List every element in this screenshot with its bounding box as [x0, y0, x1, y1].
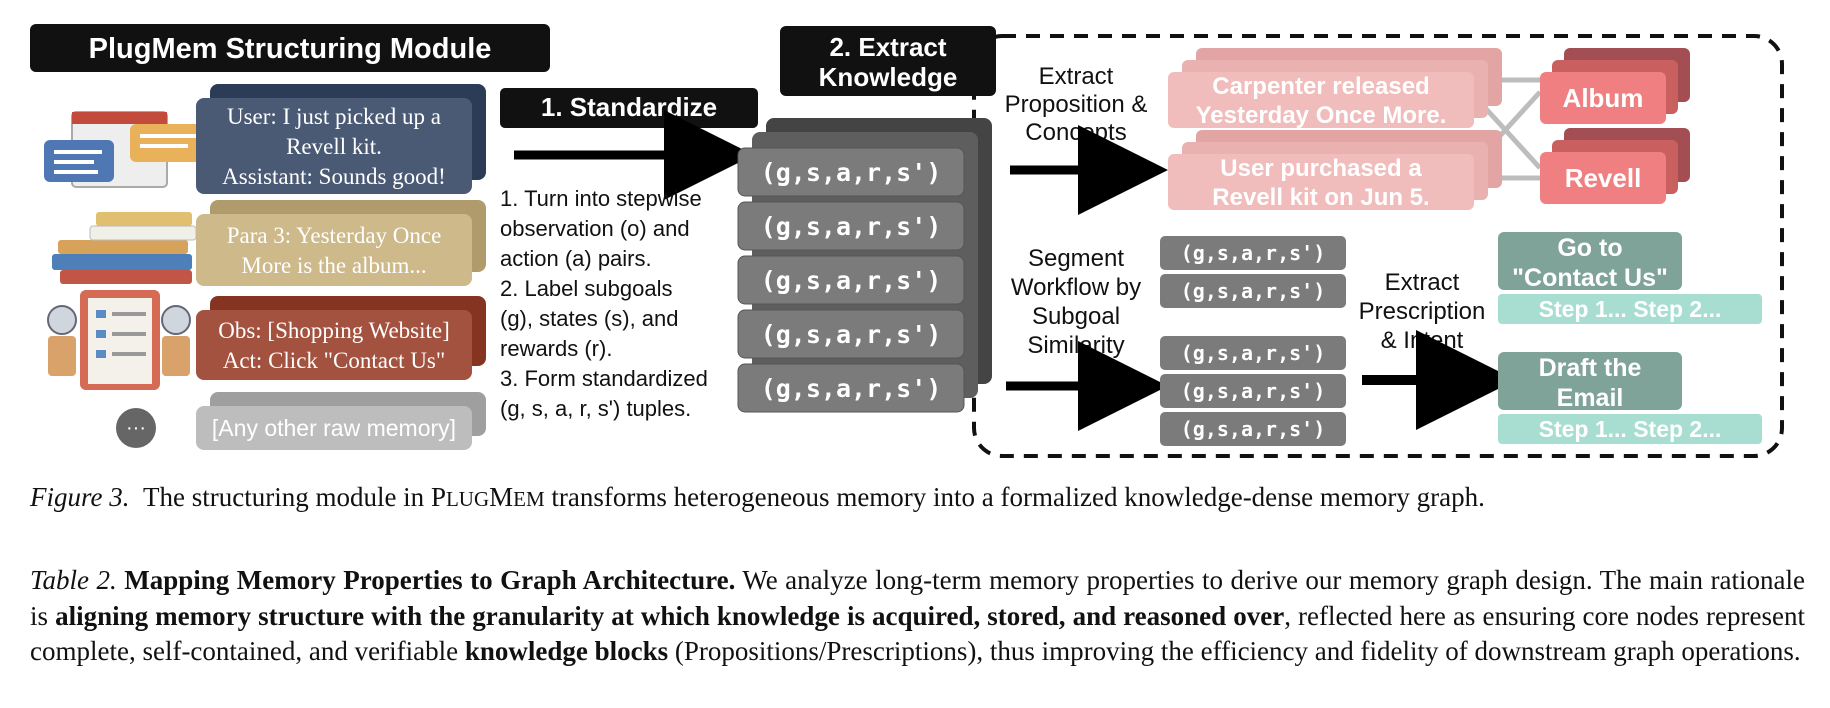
- standardize-step-line: observation (o) and: [500, 216, 690, 241]
- extract-prescription-label: Extract: [1385, 269, 1460, 296]
- standardize-step-line: action (a) pairs.: [500, 246, 652, 271]
- intent-text: Go to: [1557, 234, 1622, 262]
- segment-label: Workflow by: [1011, 274, 1141, 301]
- step2-title-line2: Knowledge: [819, 62, 958, 92]
- extract-proposition-label: Concepts: [1025, 119, 1126, 146]
- segment-label: Segment: [1028, 245, 1124, 272]
- tuple-text: (g,s,a,r,s'): [761, 374, 942, 403]
- extract-proposition-label: Extract: [1039, 63, 1114, 90]
- standardize-step-line: 2. Label subgoals: [500, 276, 672, 301]
- segment-tuple-text: (g,s,a,r,s'): [1181, 341, 1326, 365]
- segment-tuple-text: (g,s,a,r,s'): [1181, 379, 1326, 403]
- raw-memory-card: [Any other raw memory]: [196, 392, 486, 450]
- tuple-card: [737, 147, 965, 197]
- module-title: PlugMem Structuring Module: [89, 33, 492, 65]
- tuple-card: [737, 363, 965, 413]
- segment-tuple-card: [1160, 336, 1346, 370]
- steps-text: Step 1... Step 2...: [1539, 296, 1722, 322]
- standardize-step-line: rewards (r).: [500, 336, 612, 361]
- table-caption-bold-2: aligning memory structure with the granu…: [55, 600, 1285, 631]
- figure-label: Figure 3.: [30, 482, 130, 512]
- raw-memory-line: [Any other raw memory]: [212, 415, 456, 441]
- plugmem-name: PLUGMEM: [430, 482, 545, 512]
- intent-node: Go to"Contact Us" Step 1... Step 2...: [1498, 232, 1762, 324]
- extract-proposition-label: Proposition &: [1005, 91, 1148, 118]
- table-caption-bold-3: knowledge blocks: [464, 636, 669, 666]
- intent-text: "Contact Us": [1512, 264, 1668, 292]
- table-label: Table 2.: [30, 565, 117, 595]
- books-icon: [52, 212, 197, 284]
- raw-memory-card: User: I just picked up a Revell kit. Assis…: [196, 84, 486, 194]
- figure-caption: Figure 3. The structuring module in PLUG…: [30, 480, 1810, 516]
- steps-text: Step 1... Step 2...: [1539, 416, 1722, 442]
- standardize-step-line: 1. Turn into stepwise: [500, 186, 702, 211]
- ellipsis: ···: [126, 417, 146, 439]
- segment-tuple-card: [1160, 412, 1346, 446]
- more-memories-icon: [116, 408, 156, 448]
- raw-memory-line: Obs: [Shopping Website]: [218, 318, 450, 343]
- intent-text: Email: [1557, 384, 1624, 412]
- tuple-card: [737, 201, 965, 251]
- tuple-text: (g,s,a,r,s'): [761, 158, 942, 187]
- proposition-text: Carpenter released: [1212, 73, 1429, 100]
- tuple-card: [737, 255, 965, 305]
- raw-memory-line: Assistant: Sounds good!: [222, 164, 446, 189]
- standardize-step-line: 3. Form standardized: [500, 366, 708, 391]
- tuple-card: [737, 309, 965, 359]
- segment-tuple-card: [1160, 274, 1346, 308]
- segment-tuple-text: (g,s,a,r,s'): [1181, 279, 1326, 303]
- robot-clipboard-icon: [47, 290, 191, 390]
- standardize-step-line: (g), states (s), and: [500, 306, 679, 331]
- concept-text: Revell: [1565, 163, 1642, 193]
- extract-prescription-label: & Intent: [1381, 327, 1464, 354]
- table-caption: Table 2. Mapping Memory Properties to Gr…: [30, 563, 1805, 670]
- segment-label: Similarity: [1027, 332, 1124, 359]
- chat-window-icon: [44, 111, 208, 188]
- intent-text: Draft the: [1539, 354, 1642, 382]
- tuple-text: (g,s,a,r,s'): [761, 320, 942, 349]
- concept-node: Revell: [1540, 128, 1690, 204]
- raw-memory-line: Para 3: Yesterday Once: [227, 223, 442, 248]
- proposition-text: Revell kit on Jun 5.: [1212, 184, 1429, 211]
- tuple-text: (g,s,a,r,s'): [761, 266, 942, 295]
- figure-caption-before: The structuring module in: [142, 482, 431, 512]
- segment-tuple-text: (g,s,a,r,s'): [1181, 417, 1326, 441]
- tuple-text: (g,s,a,r,s'): [761, 212, 942, 241]
- structuring-module-figure: PlugMem Structuring Module ··· User: I j…: [30, 24, 1784, 458]
- extract-prescription-label: Prescription: [1359, 298, 1486, 325]
- figure-caption-after: transforms heterogeneous memory into a f…: [544, 482, 1485, 512]
- raw-memory-line: More is the album...: [241, 253, 426, 278]
- steps-bar: [1498, 414, 1762, 444]
- raw-memory-line: User: I just picked up a: [227, 104, 441, 129]
- step1-title: 1. Standardize: [541, 92, 717, 122]
- table-caption-text-2: , reflected here as ensuring core nodes …: [30, 600, 1805, 667]
- step2-title-line1: 2. Extract: [829, 32, 946, 62]
- concept-text: Album: [1563, 83, 1644, 113]
- standardize-step-line: (g, s, a, r, s') tuples.: [500, 396, 691, 421]
- segment-tuple-card: [1160, 374, 1346, 408]
- table-caption-text-1: We analyze long-term memory properties t…: [30, 565, 1805, 631]
- proposition-text: Yesterday Once More.: [1196, 102, 1447, 129]
- proposition-text: User purchased a: [1220, 155, 1422, 182]
- segment-tuple-card: [1160, 236, 1346, 270]
- segment-tuple-text: (g,s,a,r,s'): [1181, 241, 1326, 265]
- table-caption-title: Mapping Memory Properties to Graph Archi…: [124, 565, 736, 595]
- raw-memory-line: Revell kit.: [286, 134, 382, 159]
- steps-bar: [1498, 294, 1762, 324]
- table-caption-text-3: (Propositions/Prescriptions), thus impro…: [668, 636, 1801, 666]
- raw-memory-line: Act: Click "Contact Us": [223, 348, 446, 373]
- segment-label: Subgoal: [1032, 303, 1120, 330]
- raw-memory-card: Obs: [Shopping Website] Act: Click "Conta…: [196, 296, 486, 380]
- concept-node: Album: [1540, 48, 1690, 124]
